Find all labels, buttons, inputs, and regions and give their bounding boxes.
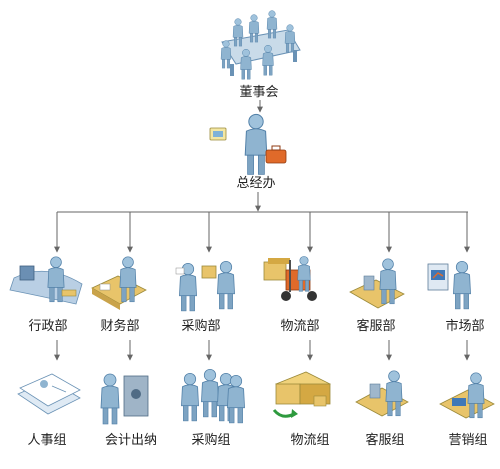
node-general-office: 总经办 <box>209 113 287 191</box>
group-hr-label: 人事组 <box>27 433 66 448</box>
group-service: 客服组 <box>355 370 409 448</box>
node-board: 董事会 <box>220 10 301 100</box>
department-service: 客服部 <box>349 258 405 334</box>
marketing-desk-icon <box>439 372 495 419</box>
board-label: 董事会 <box>239 85 278 100</box>
purchasing-exchange-icon <box>175 261 235 312</box>
department-logistics-label: 物流部 <box>280 319 319 334</box>
group-accounting: 会计出纳 <box>100 373 157 448</box>
service-terminal-icon <box>355 370 409 417</box>
department-purchasing: 采购部 <box>175 261 235 334</box>
forklift-icon <box>263 256 317 301</box>
group-purchasing: 采购组 <box>181 369 245 448</box>
department-finance: 财务部 <box>91 256 147 334</box>
group-marketing-label: 营销组 <box>448 433 487 448</box>
group-service-label: 客服组 <box>365 432 404 448</box>
department-service-label: 客服部 <box>356 318 395 334</box>
department-marketing-label: 市场部 <box>445 318 484 334</box>
department-purchasing-label: 采购部 <box>181 318 220 334</box>
department-logistics: 物流部 <box>263 256 320 334</box>
team-people-icon <box>181 369 245 424</box>
department-admin: 行政部 <box>9 256 83 334</box>
group-accounting-label: 会计出纳 <box>105 433 157 448</box>
safe-vault-icon <box>100 373 149 425</box>
group-marketing: 营销组 <box>439 372 495 448</box>
department-finance-label: 财务部 <box>100 318 139 334</box>
group-logistics-label: 物流组 <box>290 433 329 448</box>
department-admin-label: 行政部 <box>28 319 67 334</box>
service-desk-icon <box>349 258 405 309</box>
general-office-label: 总经办 <box>236 176 275 191</box>
finance-desk-icon <box>91 256 147 310</box>
admin-desk-icon <box>9 256 83 305</box>
group-hr: 人事组 <box>17 373 81 448</box>
boardroom-meeting-icon <box>220 10 301 80</box>
presentation-board-icon <box>427 261 471 310</box>
delivery-truck-icon <box>272 371 331 418</box>
group-purchasing-label: 采购组 <box>191 432 230 448</box>
personnel-files-icon <box>17 373 81 415</box>
connectors <box>54 100 470 361</box>
group-logistics: 物流组 <box>272 371 331 448</box>
manager-with-briefcase-icon <box>209 113 287 175</box>
department-marketing: 市场部 <box>427 261 485 334</box>
